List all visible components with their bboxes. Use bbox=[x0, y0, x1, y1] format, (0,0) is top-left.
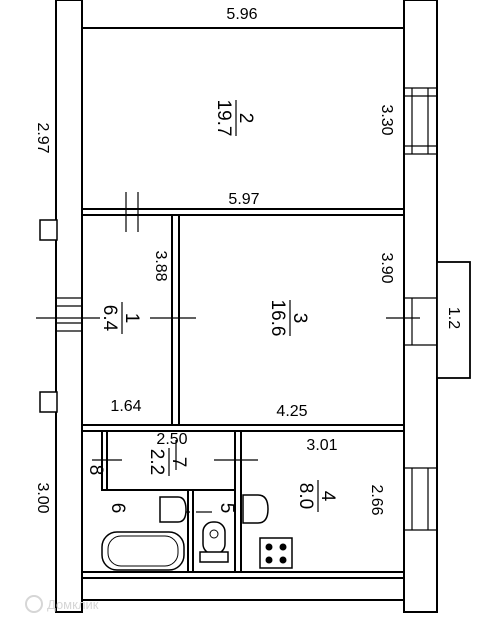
wall-1-3 bbox=[171, 214, 180, 426]
room-1-number: 1 bbox=[121, 313, 142, 324]
room-2-area: 19.7 bbox=[213, 100, 234, 137]
dim-mid-width: 5.97 bbox=[228, 191, 259, 208]
left-opening-2 bbox=[39, 391, 58, 413]
room-1-label: 1 6.4 bbox=[99, 302, 142, 334]
wall-2-3 bbox=[81, 208, 405, 216]
window-right-top bbox=[404, 87, 437, 155]
wall-bath-wc bbox=[187, 489, 194, 573]
dim-top-width: 5.96 bbox=[226, 6, 257, 23]
room-3-number: 3 bbox=[289, 313, 310, 324]
room-4-label: 4 8.0 bbox=[295, 480, 338, 512]
room-1-area: 6.4 bbox=[99, 305, 120, 332]
window-right-mid bbox=[404, 297, 437, 346]
room-3-label: 3 16.6 bbox=[267, 300, 310, 337]
dim-room2-height: 3.30 bbox=[378, 104, 395, 135]
dim-room3-height: 3.90 bbox=[378, 252, 395, 283]
stove bbox=[259, 537, 293, 569]
dim-room1-height: 3.88 bbox=[152, 250, 169, 281]
room-7-label: 7 2.2 bbox=[146, 448, 189, 476]
bathtub-inner bbox=[107, 535, 179, 567]
watermark-logo-icon bbox=[25, 595, 43, 613]
bathtub bbox=[101, 531, 185, 571]
room-2-label: 2 19.7 bbox=[213, 100, 256, 137]
dim-balcony: 1.2 bbox=[445, 307, 462, 329]
wall-kitchen bbox=[234, 430, 242, 573]
dim-left-top: 2.97 bbox=[34, 122, 51, 153]
room-3-area: 16.6 bbox=[267, 300, 288, 337]
watermark: Домклик bbox=[25, 595, 99, 613]
balcony bbox=[436, 261, 471, 379]
room-2-number: 2 bbox=[235, 113, 256, 124]
watermark-text: Домклик bbox=[47, 597, 99, 612]
dim-kitchen-height: 2.66 bbox=[368, 484, 385, 515]
room-5-number: 5 bbox=[216, 503, 237, 514]
room-4-number: 4 bbox=[317, 491, 338, 502]
wc-sink bbox=[242, 494, 269, 524]
bottom-wall bbox=[81, 571, 405, 579]
bath-sink bbox=[159, 496, 187, 523]
dim-corridor-width: 2.50 bbox=[156, 431, 187, 448]
dim-kitchen-width: 3.01 bbox=[306, 437, 337, 454]
room-6-number: 6 bbox=[107, 503, 128, 514]
window-right-low bbox=[404, 467, 437, 531]
toilet bbox=[199, 521, 229, 563]
right-wall bbox=[403, 0, 438, 613]
room-8-number: 8 bbox=[85, 465, 106, 476]
room-7-area: 2.2 bbox=[146, 449, 167, 475]
dim-room3-width: 4.25 bbox=[276, 403, 307, 420]
wall-lower bbox=[81, 424, 405, 432]
window-left bbox=[56, 297, 82, 332]
room-7-number: 7 bbox=[168, 457, 189, 468]
dim-room1-width: 1.64 bbox=[110, 398, 141, 415]
left-opening-1 bbox=[39, 219, 58, 241]
dim-left-bottom: 3.00 bbox=[34, 482, 51, 513]
room-4-area: 8.0 bbox=[295, 483, 316, 509]
